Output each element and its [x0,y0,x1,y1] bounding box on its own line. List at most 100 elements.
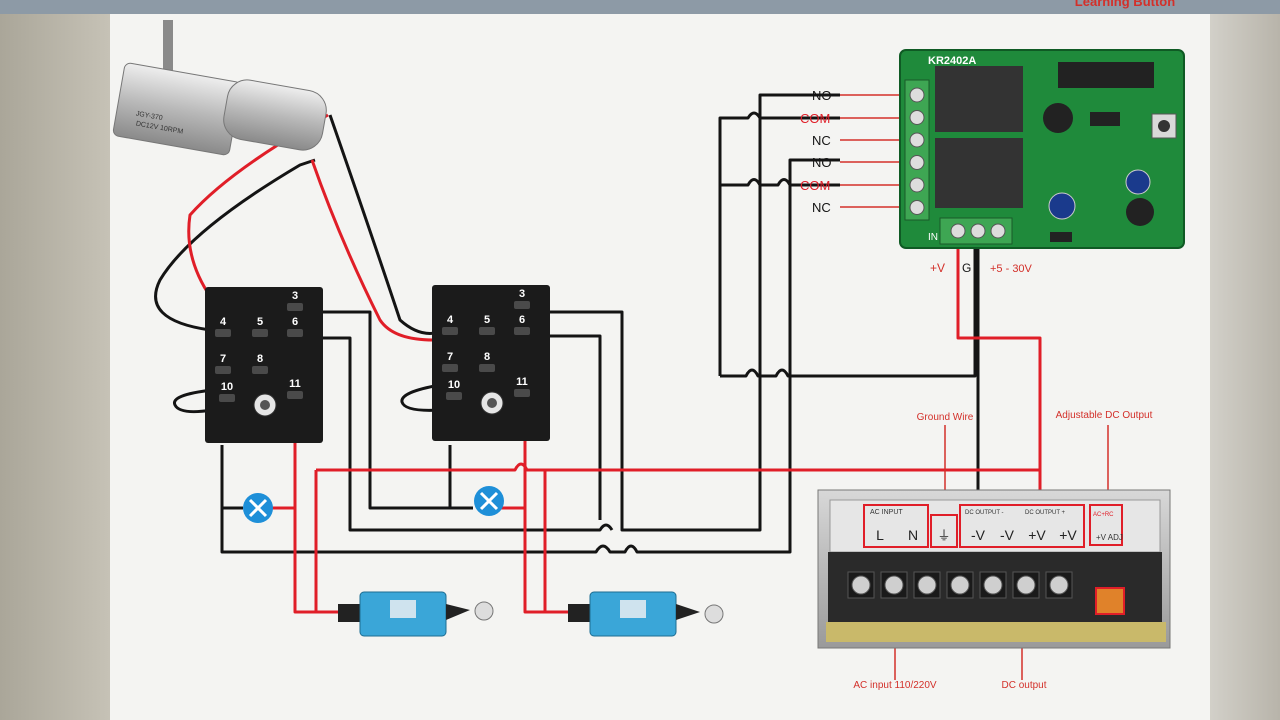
power-plus-label: +V [930,261,945,275]
ac-input-box [863,504,929,548]
socket-pin-label: 10 [221,381,233,393]
socket-pin-label: 11 [289,378,301,390]
psu-screw [884,575,904,595]
terminal-screw [909,110,925,125]
socket-pin-hole [514,327,530,335]
socket-pin-label: 7 [220,353,226,365]
socket-pin-label: 10 [448,379,460,391]
socket-pin-label: 3 [519,288,525,300]
receiver-in-label: IN [928,232,938,243]
adj-box [1089,504,1123,546]
psu-terminal-label: -V [971,527,986,543]
socket-pin-label: 4 [220,316,227,328]
psu-terminal-labels: L N ⏚ -V -V +V +V [876,527,1077,543]
socket-pin-label: 8 [484,351,490,363]
terminal-screw [909,87,925,103]
psu-screw [950,575,970,595]
limit-switch-1 [338,591,494,637]
terminal-screw [909,132,925,148]
receiver-board: KR2402A IN [899,49,1185,249]
psu-terminal-label: +V [1059,527,1077,543]
output-terminal-screws [909,87,925,215]
relay-1-body [935,66,1023,132]
ac-input-annotation: AC input 110/220V [853,680,937,691]
dc-output-box [959,504,1085,548]
psu-label-panel [829,499,1161,553]
psu-screw [851,575,871,595]
terminal-label-1: COM [800,111,830,126]
psu-screw [983,575,1003,595]
psu-terminal-label: L [876,527,884,543]
terminal-label-2: NC [812,133,831,148]
motor-label-1: JGY-370 [135,111,163,123]
photo-left-edge [0,0,110,720]
psu-screw [1016,575,1036,595]
relay-2-body [935,138,1023,208]
diode [1050,232,1072,242]
receiver-terminal-labels: NO COM NC NO COM NC [800,88,832,215]
psu-screw [1049,575,1069,595]
inductor [1126,198,1154,226]
socket-pin-label: 3 [292,290,298,302]
socket-screw-head [260,400,270,410]
socket-body [432,285,550,441]
output-terminal-block [904,79,930,221]
socket-pin-hole [287,391,303,399]
socket-pin-hole [287,303,303,311]
terminal-screw [909,177,925,193]
relay-socket-1: 3 4 5 6 7 8 10 11 [205,287,323,443]
gear-motor: JGY-370 DC12V 10RPM [112,20,327,156]
psu-board-edge [826,622,1166,642]
black-wires [154,93,980,554]
socket-pin-hole [215,329,231,337]
limit-switch-2 [568,591,724,637]
terminal-label-0: NO [812,88,832,103]
psu-terminal-label: +V [1028,527,1046,543]
socket-pin-hole [215,366,231,374]
psu-terminal-label: -V [1000,527,1015,543]
terminal-screw [909,155,925,170]
ac-input-header: AC INPUT [870,509,903,516]
terminal-label-5: NC [812,200,831,215]
power-ground-label: G [962,261,971,275]
socket-pin-hole [514,301,530,309]
learning-button-knob [1158,120,1170,132]
socket-pin-hole [252,366,268,374]
socket-pin-label: 8 [257,353,263,365]
terminal-label-4: COM [800,178,830,193]
dc-output-minus-header: DC OUTPUT - [965,510,1004,516]
capacitor [1048,192,1076,220]
socket-pin-hole [442,364,458,372]
socket-body [205,287,323,443]
power-range-label: +5 - 30V [990,263,1033,275]
psu-terminal-label: ⏚ [937,528,950,543]
learning-button-title: Learning Button [1075,0,1175,9]
dc-output-plus-header: DC OUTPUT + [1025,510,1066,516]
socket-pin-hole [479,364,495,372]
rf-module [1058,62,1154,88]
lamp-2 [474,486,504,516]
psu-screw [917,575,937,595]
socket-pin-label: 6 [519,314,525,326]
adj-header: AC+RC [1093,512,1114,518]
dc-output-annotation: DC output [1001,680,1046,691]
psu-terminal-label: N [908,527,918,543]
photo-top-edge [0,0,1280,14]
ground-box [930,514,958,548]
receiver-model-label: KR2402A [928,55,976,67]
socket-pin-hole [442,327,458,335]
adj-potentiometer [1095,587,1125,615]
socket-pin-label: 5 [257,316,263,328]
socket-pin-hole [479,327,495,335]
lamp-1 [243,493,273,523]
terminal-screw [909,200,925,215]
capacitor-2 [1125,169,1151,195]
socket-pin-label: 4 [447,314,454,326]
adjustable-dc-annotation: Adjustable DC Output [1056,410,1153,421]
socket-pin-hole [514,389,530,397]
socket-pin-label: 6 [292,316,298,328]
ground-wire-annotation: Ground Wire [917,412,974,423]
socket-pin-label: 7 [447,351,453,363]
